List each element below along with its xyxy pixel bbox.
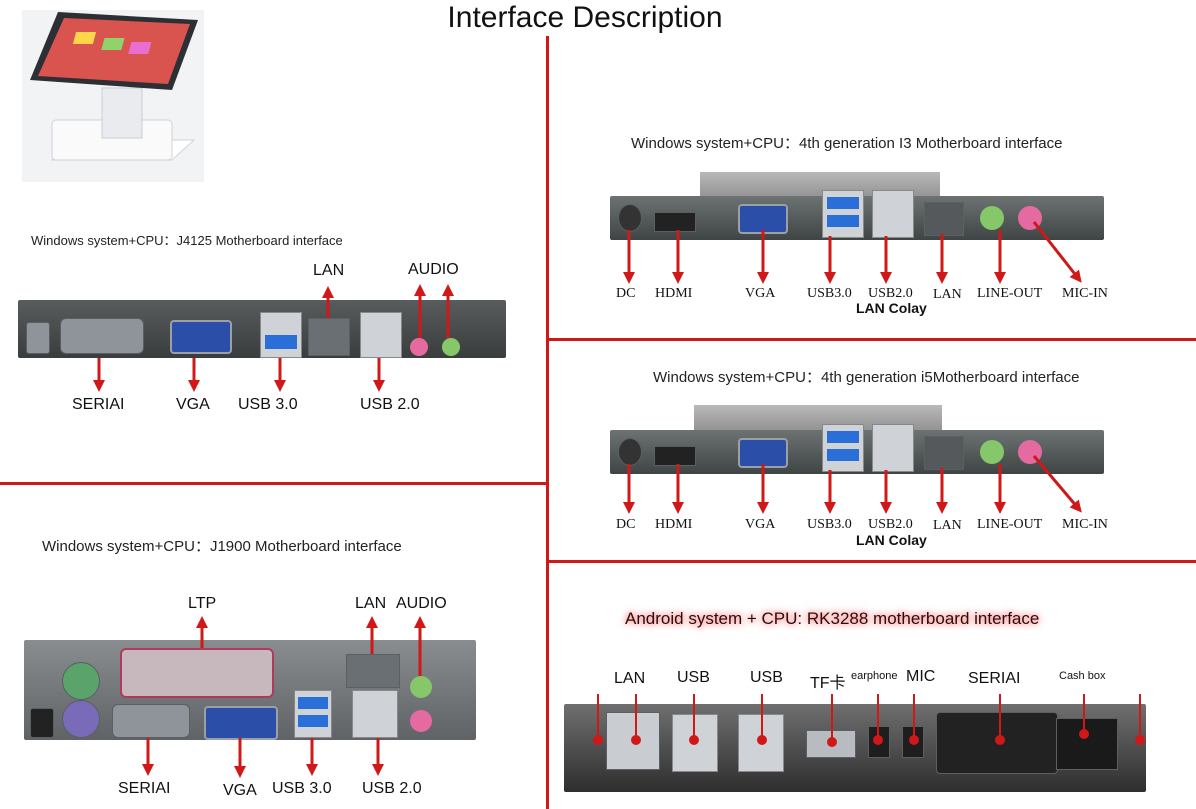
- i5-label-dc: DC: [616, 517, 636, 532]
- i3-label-lan: LAN: [933, 287, 962, 302]
- j4125-dc-jack: [26, 322, 50, 354]
- i3-hdmi-port: [654, 212, 696, 232]
- i3-usb2-port: [872, 190, 914, 238]
- j4125-label-vga: VGA: [176, 396, 210, 413]
- i5-arrow-micin: [1032, 455, 1082, 513]
- j1900-parallel-port: [120, 648, 274, 698]
- i5-label-hdmi: HDMI: [655, 517, 693, 532]
- separator-right-bottom: [546, 560, 1196, 563]
- j1900-dc-jack: [30, 708, 54, 738]
- page-title: Interface Description: [447, 1, 723, 34]
- rk3288-label-tf: TF卡: [810, 675, 846, 692]
- pos-terminal-image: [22, 10, 204, 182]
- j1900-label-vga: VGA: [223, 782, 257, 799]
- i3-label-usb3: USB3.0: [807, 286, 852, 301]
- j4125-vga-port: [170, 320, 232, 354]
- j1900-audio-out-jack: [410, 676, 432, 698]
- j4125-label-usb3: USB 3.0: [238, 396, 298, 413]
- rk3288-label-usb-2: USB: [750, 669, 783, 686]
- i3-label-usb2: USB2.0: [868, 286, 913, 301]
- i5-label-micin: MIC-IN: [1062, 517, 1108, 532]
- i5-usb2-port: [872, 424, 914, 472]
- i5-label-lan: LAN: [933, 518, 962, 533]
- i3-label-micin: MIC-IN: [1062, 286, 1108, 301]
- i5-dc-jack: [618, 438, 642, 466]
- separator-right-top: [546, 338, 1196, 341]
- j4125-caption: Windows system+CPU：J4125 Motherboard int…: [31, 233, 343, 248]
- j1900-caption: Windows system+CPU：J1900 Motherboard int…: [42, 538, 402, 555]
- rk3288-label-cashbox: Cash box: [1059, 670, 1106, 682]
- j4125-label-usb2: USB 2.0: [360, 396, 420, 413]
- rk3288-caption: Android system + CPU: RK3288 motherboard…: [625, 609, 1040, 628]
- i3-lineout-jack: [980, 206, 1004, 230]
- i3-label-hdmi: HDMI: [655, 286, 693, 301]
- j1900-lan-port: [346, 654, 400, 688]
- rk3288-cashbox-port: [1056, 718, 1118, 770]
- j1900-label-lan: LAN: [355, 595, 387, 612]
- j4125-audio-out-jack: [442, 338, 460, 356]
- j4125-usb2-port: [360, 312, 402, 358]
- i5-lineout-jack: [980, 440, 1004, 464]
- i3-lan-port: [924, 202, 964, 236]
- j1900-ps2-keyboard: [62, 662, 100, 700]
- i3-usb3-port: [822, 190, 864, 238]
- j4125-usb3-port: [260, 312, 302, 358]
- i3-label-dc: DC: [616, 286, 636, 301]
- j4125-label-serial: SERIAI: [72, 396, 125, 413]
- rk3288-label-earphone: earphone: [851, 670, 898, 682]
- separator-left-horizontal: [0, 482, 546, 485]
- i5-hdmi-port: [654, 446, 696, 466]
- i3-label-lineout: LINE-OUT: [977, 286, 1043, 301]
- i3-label-vga: VGA: [745, 286, 776, 301]
- j4125-lan-port: [308, 318, 350, 356]
- j4125-label-lan: LAN: [313, 262, 345, 279]
- i5-label-usb3: USB3.0: [807, 517, 852, 532]
- i3-vga-port: [738, 204, 788, 234]
- j4125-serial-port: [60, 318, 144, 354]
- i5-label-usb2: USB2.0: [868, 517, 913, 532]
- j1900-label-serial: SERIAI: [118, 780, 171, 797]
- j4125-audio-mic-jack: [410, 338, 428, 356]
- j1900-label-usb3: USB 3.0: [272, 780, 332, 797]
- rk3288-label-usb-1: USB: [677, 669, 710, 686]
- j1900-audio-mic-jack: [410, 710, 432, 732]
- rk3288-label-lan: LAN: [614, 670, 646, 687]
- j1900-label-usb2: USB 2.0: [362, 780, 422, 797]
- i3-arrow-micin: [1032, 221, 1082, 283]
- i3-caption: Windows system+CPU：4th generation I3 Mot…: [631, 135, 1063, 152]
- j1900-label-audio: AUDIO: [396, 595, 447, 612]
- i3-label-lan-colay: LAN Colay: [856, 300, 927, 316]
- i5-label-lineout: LINE-OUT: [977, 517, 1043, 532]
- j1900-label-ltp: LTP: [188, 595, 217, 612]
- pos-terminal-icon: [30, 12, 198, 161]
- i5-lan-port: [924, 436, 964, 470]
- i5-label-vga: VGA: [745, 517, 776, 532]
- separator-vertical: [546, 36, 549, 809]
- j1900-ps2-mouse: [62, 700, 100, 738]
- j1900-serial-port: [112, 704, 190, 738]
- j4125-label-audio: AUDIO: [408, 261, 459, 278]
- i5-caption: Windows system+CPU：4th generation i5Moth…: [653, 369, 1080, 386]
- j1900-usb2-port: [352, 690, 398, 738]
- j1900-usb3-port: [294, 690, 332, 738]
- rk3288-label-mic: MIC: [906, 668, 936, 685]
- rk3288-label-serial: SERIAI: [968, 670, 1021, 687]
- i5-usb3-port: [822, 424, 864, 472]
- i5-label-lan-colay: LAN Colay: [856, 532, 927, 548]
